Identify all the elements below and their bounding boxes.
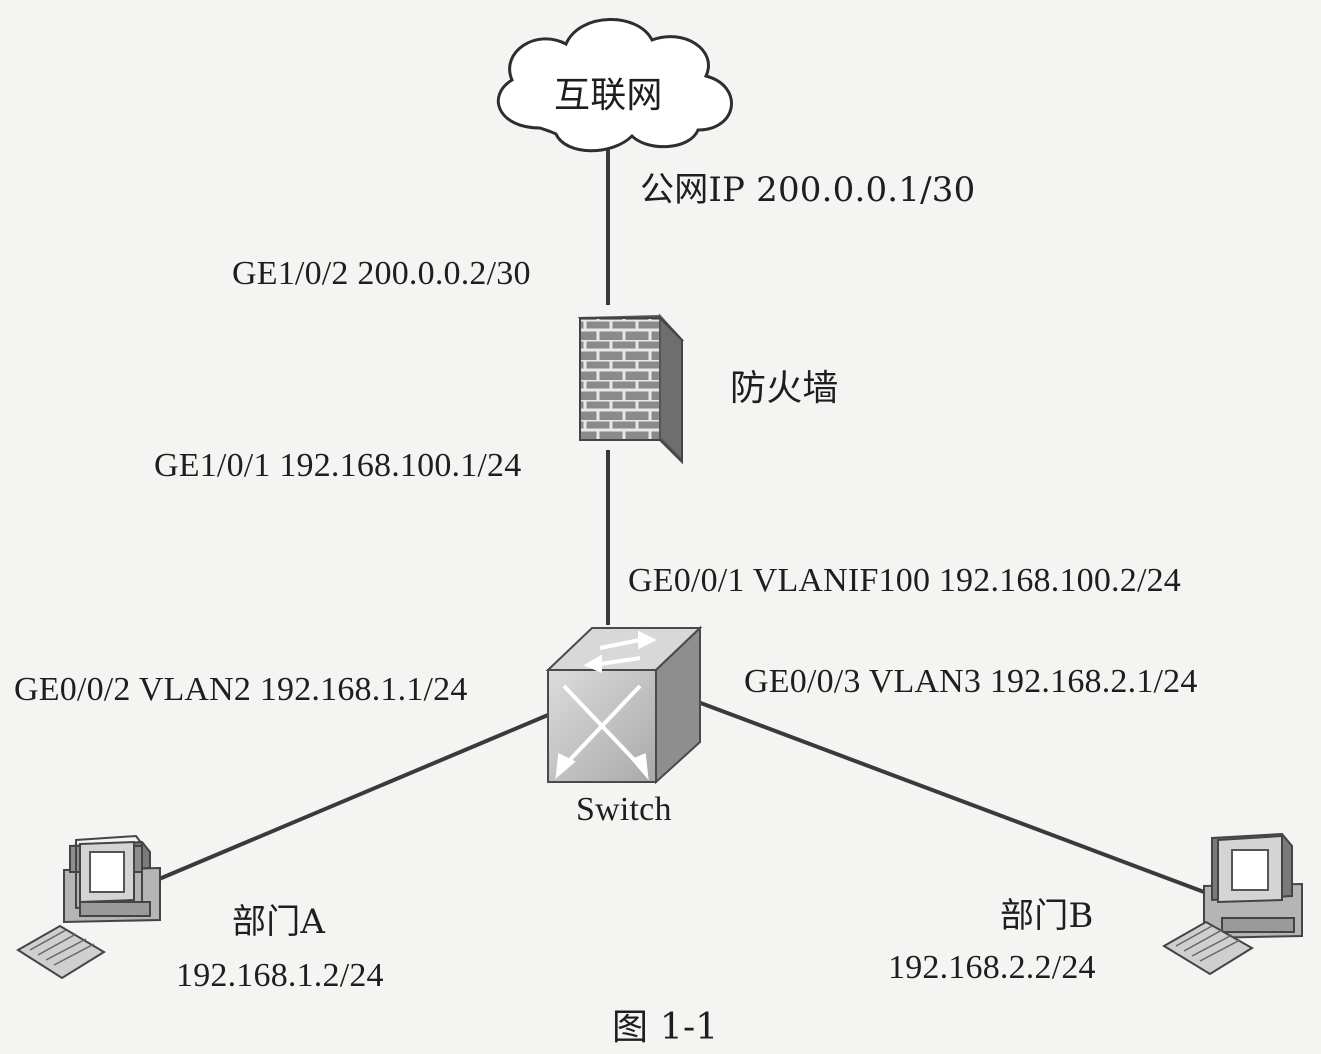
firewall-ge101-label: GE1/0/1 192.168.100.1/24 [154,447,522,484]
firewall-icon [577,313,685,465]
firewall-label: 防火墙 [730,368,839,409]
switch-ge002-label: GE0/0/2 VLAN2 192.168.1.1/24 [14,671,468,708]
link-switch-dept-a [151,713,549,884]
switch-ge001-label: GE0/0/1 VLANIF100 192.168.100.2/24 [628,562,1182,599]
switch-ge003-label: GE0/0/3 VLAN3 192.168.2.1/24 [744,663,1198,700]
dept-b-name: 部门B [1000,896,1094,936]
dept-a-name: 部门A [232,902,326,942]
dept-a-ip: 192.168.1.2/24 [176,957,384,994]
public-ip-label: 公网IP 200.0.0.1/30 [640,170,976,210]
link-switch-dept-b [697,700,1213,897]
internet-cloud-icon [496,18,733,153]
dept-b-ip: 192.168.2.2/24 [888,949,1096,986]
switch-label: Switch [576,791,672,828]
links [151,150,1213,897]
firewall-ge102-label: GE1/0/2 200.0.0.2/30 [232,255,531,292]
pc-dept-a-icon [16,834,161,980]
switch-icon [545,625,703,785]
pc-dept-b-icon [1162,832,1303,976]
figure-caption: 图 1-1 [612,1007,719,1048]
internet-cloud-label: 互联网 [554,75,663,116]
